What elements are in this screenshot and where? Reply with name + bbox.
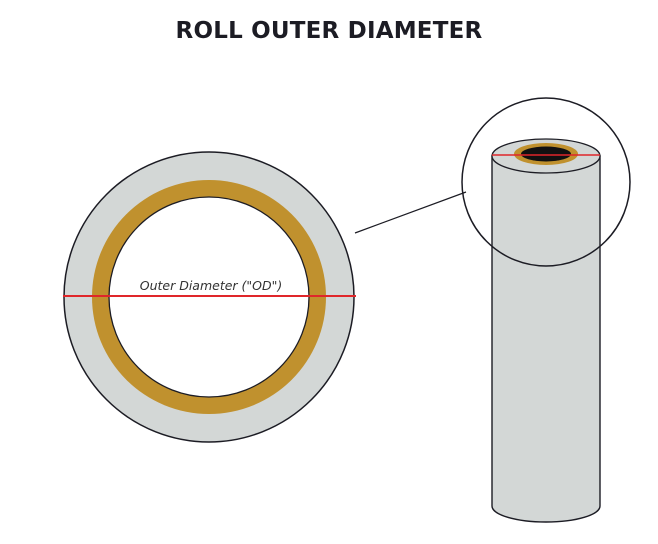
- connector-line: [354, 191, 467, 234]
- roll-cylinder-icon: [491, 138, 601, 523]
- cylinder-core-hole: [521, 146, 571, 162]
- od-label: Outer Diameter ("OD"): [140, 278, 283, 293]
- page-title: ROLL OUTER DIAMETER: [175, 18, 483, 44]
- cylinder-body: [491, 155, 601, 523]
- roll-cross-section-icon: Outer Diameter ("OD"): [63, 151, 356, 443]
- magnifier-circle-icon: [461, 97, 631, 267]
